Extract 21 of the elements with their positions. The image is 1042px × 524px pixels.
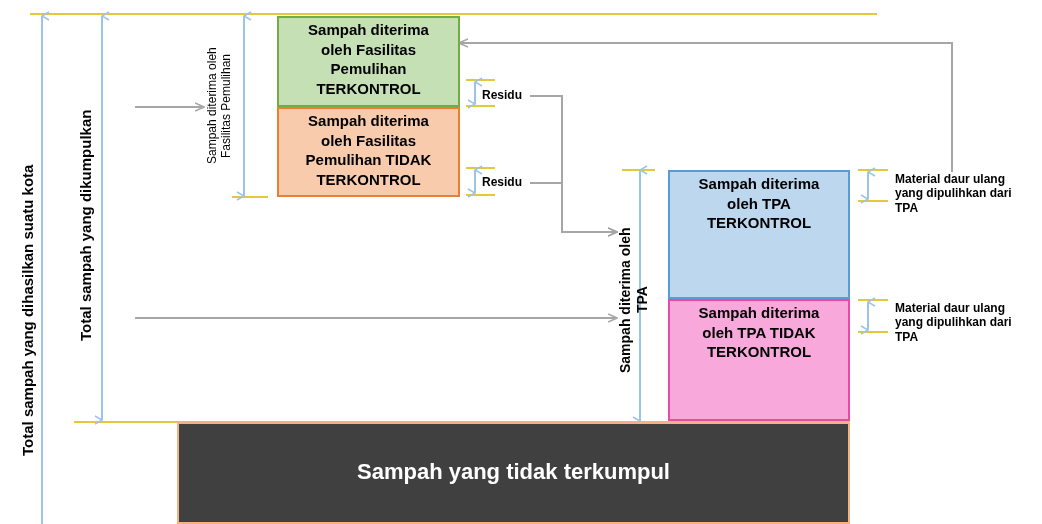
box-label: Sampah diterima oleh TPA TERKONTROL <box>697 174 821 233</box>
process-box <box>277 107 460 197</box>
arrow <box>134 313 618 323</box>
dimension-label: Total sampah yang dikumpulkan <box>76 108 95 343</box>
arrow <box>529 182 618 237</box>
flow-label: Residu <box>482 175 530 191</box>
dimension-label: Sampah diterima oleh Fasilitas Pemulihan <box>203 28 235 184</box>
box-label: Sampah diterima oleh Fasilitas Pemulihan TIDAK TERKONTROL <box>304 111 433 189</box>
box-label: Sampah yang tidak terkumpul <box>357 458 670 486</box>
process-box <box>277 16 460 107</box>
box-label: Sampah diterima oleh Fasilitas Pemulihan TERKONTROL <box>307 20 430 98</box>
uncollected-waste-box <box>177 422 850 524</box>
process-box <box>668 170 850 299</box>
dimension-label: Total sampah yang dihasilkan suatu kota <box>18 163 37 458</box>
dimension-label: Sampah diterima oleh TPA <box>616 222 652 378</box>
flow-label: Material daur ulang yang dipulihkan dari TPA <box>895 301 1013 346</box>
flow-label: Residu <box>482 88 530 104</box>
arrow <box>134 102 205 112</box>
process-box <box>668 299 850 421</box>
flow-label: Material daur ulang yang dipulihkan dari TPA <box>895 172 1033 220</box>
box-label: Sampah diterima oleh TPA TIDAK TERKONTROL <box>697 303 821 362</box>
